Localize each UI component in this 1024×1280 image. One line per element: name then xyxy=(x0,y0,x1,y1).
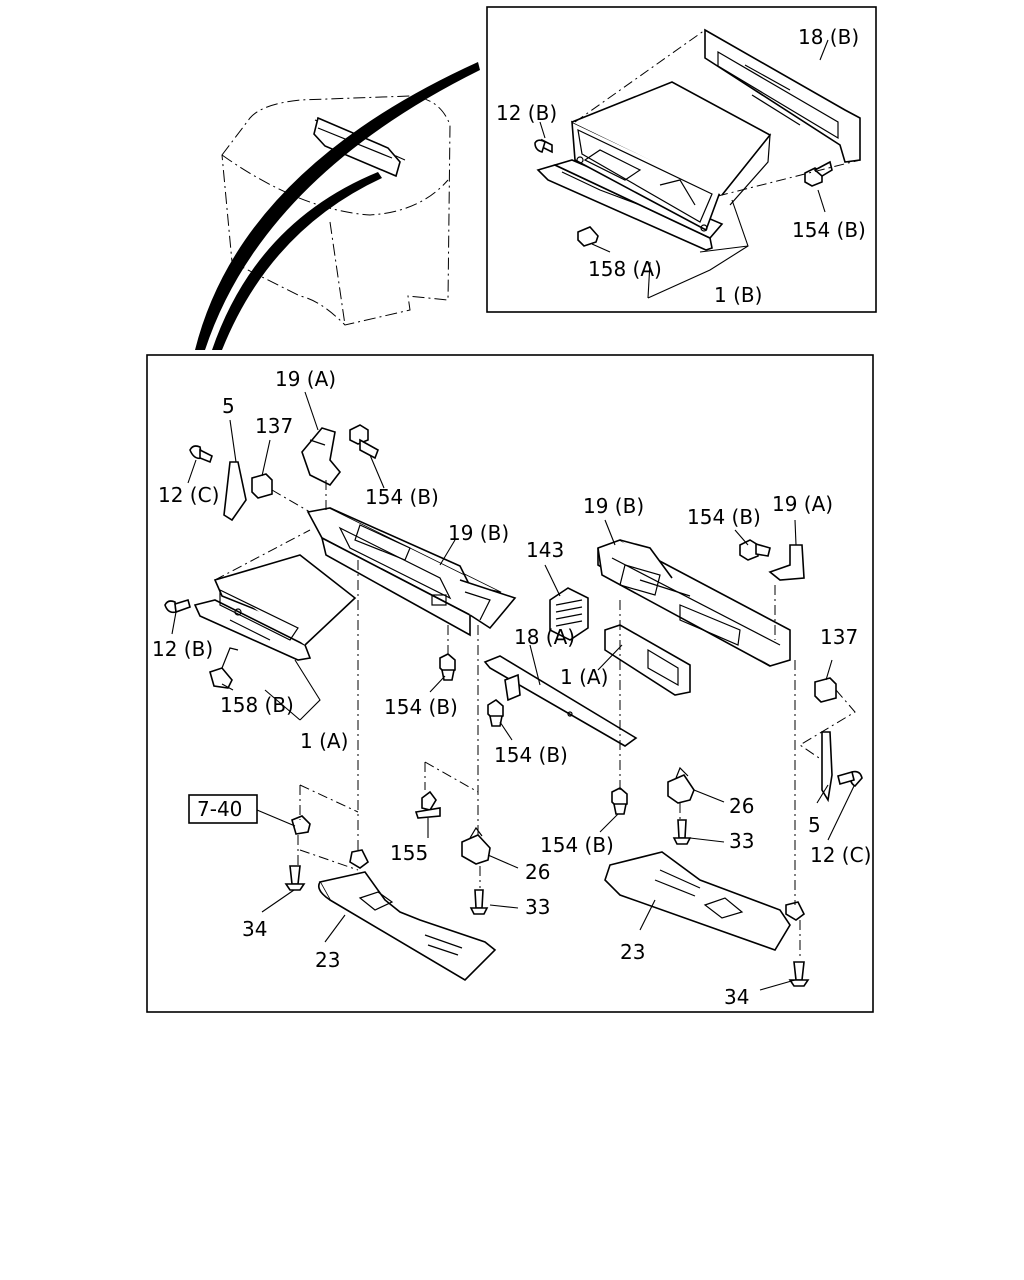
console-19b-right xyxy=(597,539,791,667)
label-34-left: 34 xyxy=(242,917,267,941)
label-12c-left: 12 (C) xyxy=(158,483,219,507)
label-19b-left: 19 (B) xyxy=(448,521,509,545)
label-12c-right: 12 (C) xyxy=(810,843,871,867)
detail-box-main xyxy=(146,354,874,1013)
bolt-154b-right-top xyxy=(739,539,771,561)
label-19a-right: 19 (A) xyxy=(772,492,833,516)
holder-26-left xyxy=(461,826,491,865)
visor-holder-right xyxy=(785,901,806,921)
screw-34-right xyxy=(788,961,810,987)
label-5-left: 5 xyxy=(222,394,235,418)
screw-33-right xyxy=(672,819,692,845)
ref-box-7-40 xyxy=(188,794,258,824)
visor-holder-left xyxy=(349,849,370,869)
clip-158a xyxy=(577,226,599,247)
bolt-154b-left-top xyxy=(349,424,379,460)
label-154b-left-top: 154 (B) xyxy=(365,485,439,509)
bracket-5-right xyxy=(821,731,833,803)
label-158a: 158 (A) xyxy=(588,257,662,281)
label-26-left: 26 xyxy=(525,860,550,884)
label-154b-center: 154 (B) xyxy=(494,743,568,767)
detail-box-top xyxy=(486,6,877,313)
bracket-19a-right xyxy=(768,544,805,581)
bracket-18b xyxy=(704,28,861,163)
label-18b-top: 18 (B) xyxy=(798,25,859,49)
label-137-left: 137 xyxy=(255,414,293,438)
clip-137-right xyxy=(814,677,837,703)
holder-26-right xyxy=(667,766,695,804)
label-23-left: 23 xyxy=(315,948,340,972)
label-19b-right: 19 (B) xyxy=(583,494,644,518)
bolt-154b-center xyxy=(487,699,504,727)
bracket-19a-left xyxy=(301,427,342,487)
callout-wedge xyxy=(195,62,480,350)
label-1b: 1 (B) xyxy=(714,283,762,307)
console-1a-left xyxy=(193,554,357,661)
clip-155 xyxy=(414,790,441,819)
label-1a-left: 1 (A) xyxy=(300,729,348,753)
grille-143 xyxy=(549,587,589,641)
label-12b-left: 12 (B) xyxy=(152,637,213,661)
label-26-right: 26 xyxy=(729,794,754,818)
sun-visor-23-left xyxy=(317,871,497,982)
label-33-right: 33 xyxy=(729,829,754,853)
label-33-left: 33 xyxy=(525,895,550,919)
clip-137-left xyxy=(251,473,273,499)
label-154b-top: 154 (B) xyxy=(792,218,866,242)
label-137-right: 137 xyxy=(820,625,858,649)
console-1b xyxy=(536,81,772,251)
screw-12b-top xyxy=(534,138,553,154)
label-158b: 158 (B) xyxy=(220,693,294,717)
main-leaders xyxy=(171,391,856,991)
clip-stud-left xyxy=(291,815,311,835)
screw-34-left xyxy=(284,865,306,891)
bolt-154b-top xyxy=(804,160,833,187)
label-18a: 18 (A) xyxy=(514,625,575,649)
screw-12c-left xyxy=(189,445,213,464)
label-23-right: 23 xyxy=(620,940,645,964)
label-5-right: 5 xyxy=(808,813,821,837)
label-143: 143 xyxy=(526,538,564,562)
bracket-18a xyxy=(483,655,638,747)
console-19b-left xyxy=(306,507,517,637)
label-1a-right: 1 (A) xyxy=(560,665,608,689)
label-19a-left: 19 (A) xyxy=(275,367,336,391)
label-7-40: 7-40 xyxy=(197,797,242,821)
bracket-5-left xyxy=(223,461,247,522)
bolt-154b-left-mid xyxy=(439,653,456,681)
sun-visor-23-right xyxy=(604,851,791,951)
screw-12b-left xyxy=(164,598,191,614)
label-34-right: 34 xyxy=(724,985,749,1009)
clip-158b xyxy=(209,647,239,689)
label-12b-top: 12 (B) xyxy=(496,101,557,125)
bolt-154b-bottom xyxy=(611,787,628,815)
label-155: 155 xyxy=(390,841,428,865)
screw-33-left xyxy=(469,889,489,915)
part-labels: 18 (B) 12 (B) 154 (B) 158 (A) 1 (B) 19 (… xyxy=(152,25,871,1009)
label-154b-bottom: 154 (B) xyxy=(540,833,614,857)
label-154b-right-top: 154 (B) xyxy=(687,505,761,529)
label-154b-left-mid: 154 (B) xyxy=(384,695,458,719)
top-leaders xyxy=(539,29,861,299)
screw-12c-right xyxy=(837,770,863,788)
lid-1a-right xyxy=(604,624,691,696)
